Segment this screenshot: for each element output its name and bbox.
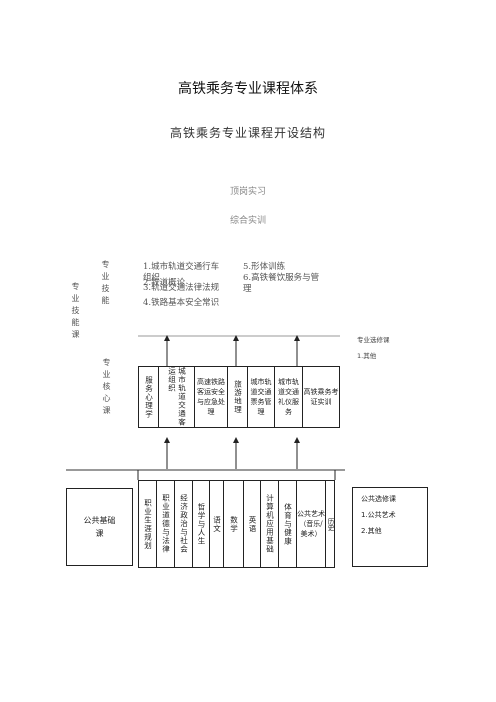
major-elective-title: 专业选修课 bbox=[357, 336, 390, 344]
public-course-cell: 语文 bbox=[210, 481, 224, 567]
skill-item: 6.高铁餐饮服务与管理 bbox=[243, 273, 320, 294]
public-course-cell: 数学 bbox=[224, 481, 244, 567]
skill-item: 2.铁道概论 bbox=[143, 278, 186, 288]
public-course-cell: 体育与健康 bbox=[279, 481, 297, 567]
core-course-cell: 城市轨道交通礼仪服务 bbox=[275, 367, 303, 427]
public-course-cell: 职业生涯规划 bbox=[139, 481, 157, 567]
skills-right-list: 5.形体训练 6.高铁餐饮服务与管理 bbox=[243, 262, 325, 295]
core-course-cell: 高速铁路客运安全与应急处理 bbox=[195, 367, 228, 427]
professional-skills-label: 专业技能 bbox=[101, 260, 110, 308]
core-course-cell: 城市轨道交通客运组织 bbox=[159, 367, 195, 427]
core-course-cell: 高铁乘务考证实训 bbox=[303, 388, 339, 406]
skill-item: 5.形体训练 bbox=[243, 262, 286, 272]
page-title: 高铁乘务专业课程体系 bbox=[178, 81, 318, 97]
core-course-cell: 城市轨道交通票务管理 bbox=[248, 367, 275, 427]
core-course-box bbox=[138, 366, 340, 428]
public-course-cell: 历史 bbox=[326, 517, 334, 531]
internship-label: 顶岗实习 bbox=[229, 187, 266, 197]
major-elective-item: 1.其他 bbox=[357, 352, 377, 360]
core-course-cell: 服务心理学 bbox=[139, 367, 159, 427]
skills-left-list: 1.城市轨道交通行车组织 2.铁道概论 3.轨道交通法律法规 4.铁路基本安全常… bbox=[143, 262, 225, 309]
public-course-cell: 计算机应用基础 bbox=[261, 481, 279, 567]
public-course-cell: 经济政治与社会 bbox=[175, 481, 193, 567]
public-elective-box: 公共选修课 1.公共艺术 2.其他 bbox=[352, 487, 428, 567]
skill-item: 1.城市轨道交通行车组织 bbox=[143, 262, 220, 283]
public-course-cell: 职业道德与法律 bbox=[157, 481, 175, 567]
core-course-label: 专业核心课 bbox=[102, 358, 111, 418]
core-course-cell: 旅游地理 bbox=[228, 367, 248, 427]
public-course-cell: 哲学与人生 bbox=[193, 481, 210, 567]
professional-skills-course-label: 专业技能课 bbox=[71, 282, 80, 342]
skill-item: 4.铁路基本安全常识 bbox=[143, 298, 220, 308]
public-elective-title: 公共选修课 bbox=[361, 495, 396, 503]
public-elective-item: 1.公共艺术 bbox=[361, 511, 396, 519]
public-course-cell: 公共艺术（音乐/美术） bbox=[297, 481, 326, 567]
public-basic-label: 公共基础课 bbox=[83, 516, 116, 538]
comprehensive-training-label: 综合实训 bbox=[229, 216, 266, 226]
public-course-box bbox=[138, 480, 335, 568]
skill-item: 3.轨道交通法律法规 bbox=[143, 283, 220, 293]
diagram-subtitle: 高铁乘务专业课程开设结构 bbox=[169, 126, 326, 140]
public-course-cell: 英语 bbox=[244, 481, 261, 567]
public-basic-label-box: 公共基础课 bbox=[66, 488, 133, 566]
public-elective-item: 2.其他 bbox=[361, 527, 382, 535]
